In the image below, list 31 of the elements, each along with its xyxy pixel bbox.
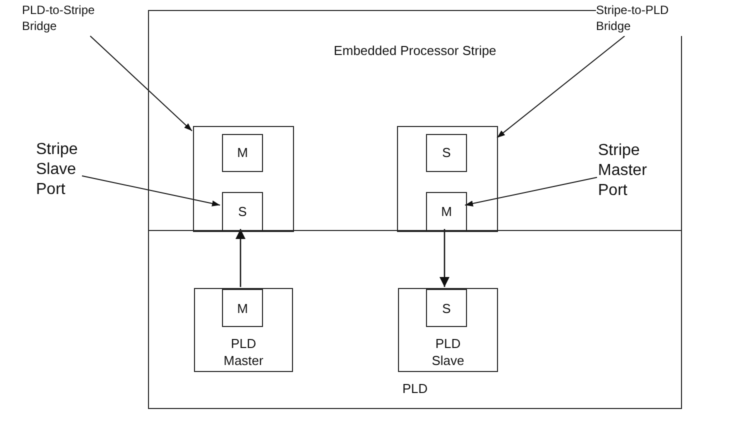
bridge-box: [193, 126, 294, 232]
port-box: [222, 192, 263, 231]
leader-line: [90, 36, 192, 132]
port-label: S: [238, 202, 247, 221]
arrow: [440, 229, 450, 287]
module-box: [398, 288, 498, 372]
callout-text: PLD-to-Stripe Bridge: [22, 2, 96, 34]
module-label: PLD Master: [222, 335, 264, 369]
module-label: PLD Slave: [430, 335, 466, 369]
port-box: [222, 289, 263, 327]
port-label: M: [237, 300, 248, 316]
callout-text: Stripe Slave Port: [36, 140, 79, 200]
callout-text: Stripe Master Port: [598, 141, 648, 201]
port-box: [426, 289, 467, 327]
port-box: [426, 192, 467, 231]
leader-line: [464, 176, 598, 206]
port-label: M: [237, 144, 248, 162]
port-label: S: [442, 144, 451, 162]
arrow: [236, 229, 246, 287]
bridge-box: [397, 126, 498, 232]
region-title: PLD: [402, 380, 428, 398]
leader-line: [496, 36, 626, 138]
port-box: [222, 134, 263, 172]
region-title: Embedded Processor Stripe: [334, 42, 496, 60]
module-box: [194, 288, 293, 372]
port-label: M: [441, 202, 452, 221]
leader-line: [82, 175, 220, 206]
port-box: [426, 134, 467, 172]
callout-text: Stripe-to-PLD Bridge: [596, 2, 670, 34]
pld-region: [148, 230, 682, 409]
port-label: S: [442, 300, 451, 316]
